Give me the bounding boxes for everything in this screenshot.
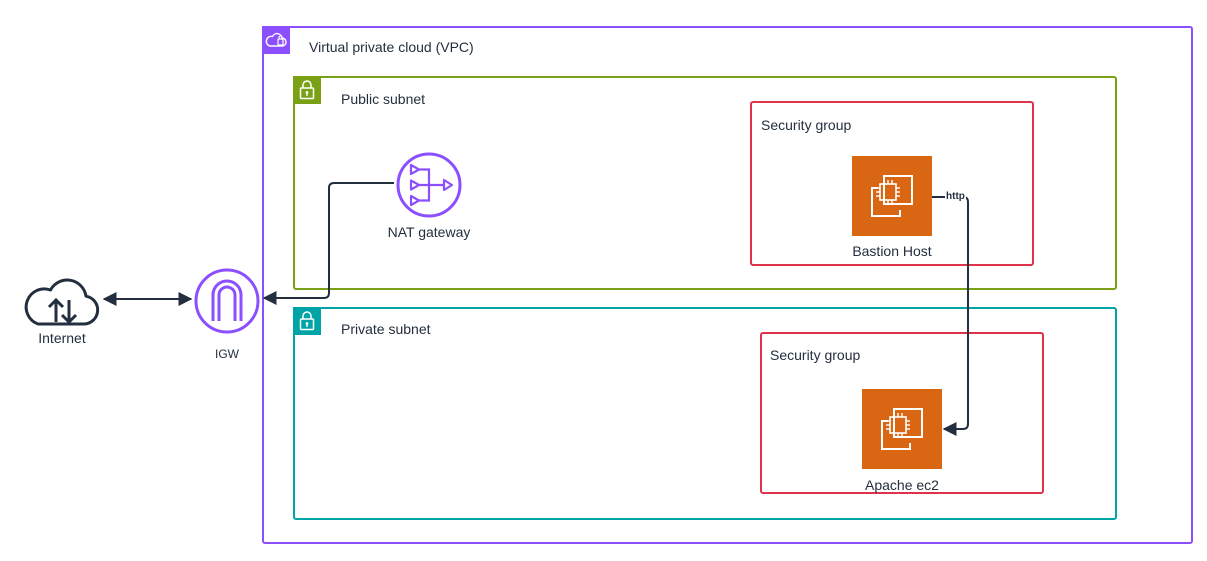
security-group-label: Security group [761, 117, 852, 133]
private-subnet-lock-icon [293, 307, 321, 335]
ec2-instance-icon [852, 156, 932, 236]
vpc-label: Virtual private cloud (VPC) [309, 39, 474, 55]
security-group-public [750, 101, 1034, 266]
private-subnet-label: Private subnet [341, 321, 431, 337]
cloud-icon [20, 272, 102, 328]
security-group-private [760, 332, 1044, 494]
igw-label: IGW [215, 347, 239, 361]
bastion-host-label: Bastion Host [852, 243, 932, 259]
public-subnet-lock-icon [293, 76, 321, 104]
internet-gateway-icon [193, 267, 261, 335]
security-group-label: Security group [770, 347, 861, 363]
private-subnet-group [293, 307, 1117, 520]
nat-gateway-icon [395, 151, 463, 219]
apache-ec2-label: Apache ec2 [865, 477, 939, 493]
public-subnet-label: Public subnet [341, 91, 426, 107]
ec2-instance-icon [862, 389, 942, 469]
nat-gateway-label: NAT gateway [387, 224, 471, 240]
vpc-cloud-icon [262, 26, 290, 54]
vpc-group [262, 26, 1193, 544]
internet-label: Internet [38, 330, 86, 346]
http-edge-label: http [945, 191, 966, 202]
